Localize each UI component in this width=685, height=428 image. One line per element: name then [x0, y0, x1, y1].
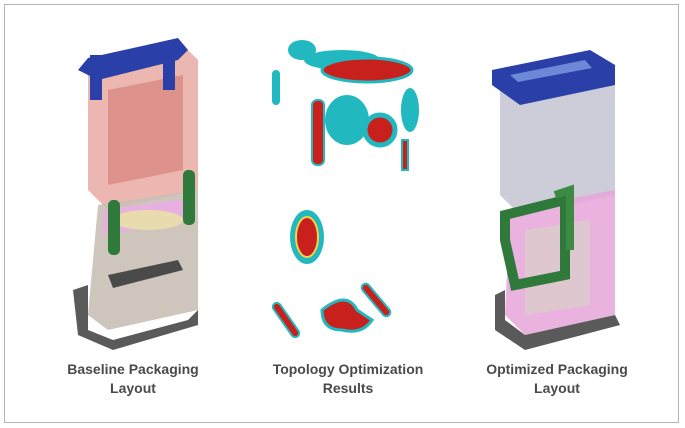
caption-line: Results — [322, 380, 374, 396]
caption-optimized: Optimized Packaging Layout — [457, 360, 657, 398]
figure-frame — [4, 4, 679, 423]
caption-line: Layout — [110, 380, 156, 396]
caption-topology: Topology Optimization Results — [248, 360, 448, 398]
caption-line: Topology Optimization — [272, 361, 424, 377]
topology-optimization-render — [271, 40, 419, 339]
caption-line: Optimized Packaging — [486, 361, 628, 377]
caption-line: Baseline Packaging — [67, 361, 199, 377]
caption-baseline: Baseline Packaging Layout — [33, 360, 233, 398]
caption-line: Layout — [534, 380, 580, 396]
optimized-packaging-render — [492, 50, 620, 350]
baseline-packaging-render — [73, 38, 198, 350]
